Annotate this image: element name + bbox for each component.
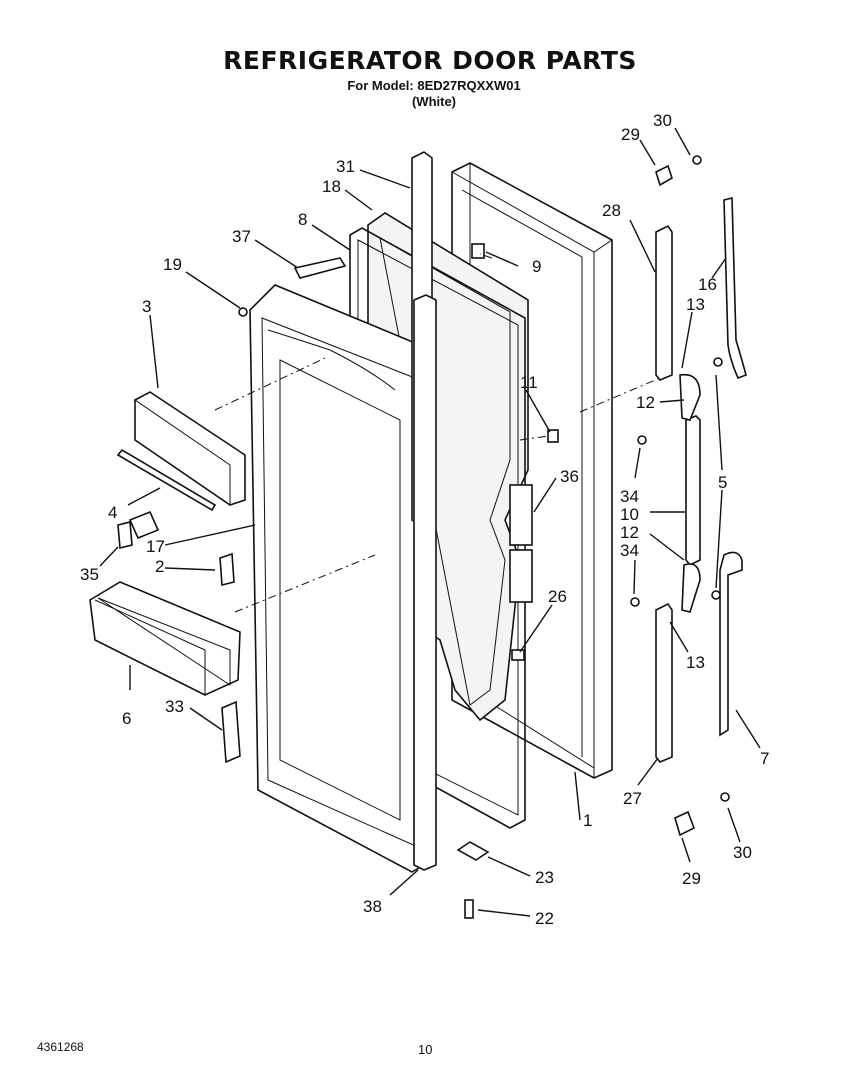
callout-10: 10 <box>620 505 639 524</box>
callout-11: 11 <box>520 373 538 392</box>
callout-37: 37 <box>232 227 251 246</box>
callout-12-bottom: 12 <box>620 523 639 542</box>
callout-13-top: 13 <box>686 295 705 314</box>
bracket-23 <box>456 841 490 861</box>
document-code: 4361268 <box>37 1040 84 1054</box>
callout-3: 3 <box>142 297 151 316</box>
hinge-cam-12a <box>679 373 701 421</box>
callout-8: 8 <box>298 210 307 229</box>
handle-mount-28 <box>655 224 673 381</box>
handle-10 <box>685 415 701 567</box>
plug-9 <box>471 243 485 259</box>
screw-34b <box>630 597 640 607</box>
assembly-lines <box>214 253 661 613</box>
clip-26 <box>511 649 525 661</box>
callout-31: 31 <box>336 157 355 176</box>
callout-29-bottom: 29 <box>682 869 701 888</box>
screw-19 <box>238 307 248 317</box>
breaker-strip <box>413 294 437 871</box>
callout-13-bottom: 13 <box>686 653 705 672</box>
screw-5b <box>711 590 721 600</box>
callout-30-bottom: 30 <box>733 843 752 862</box>
leader-lines <box>99 127 761 917</box>
screw-30a <box>692 155 702 165</box>
color-variant: (White) <box>411 94 457 109</box>
callout-34-top: 34 <box>620 487 639 506</box>
bin-support-33 <box>221 700 241 764</box>
callout-35: 35 <box>80 565 99 584</box>
callout-26: 26 <box>548 587 567 606</box>
callout-27: 27 <box>623 789 642 808</box>
screw-22 <box>464 899 474 919</box>
handle-trim-16 <box>723 196 747 380</box>
callout-6: 6 <box>122 709 131 728</box>
callout-1: 1 <box>583 811 592 830</box>
callout-4: 4 <box>108 503 117 522</box>
door-bin <box>89 581 241 696</box>
callout-22: 22 <box>535 909 554 928</box>
screw-34a <box>637 435 647 445</box>
callout-2: 2 <box>155 557 164 576</box>
hinge-cam-12b <box>681 563 701 613</box>
callout-9: 9 <box>532 257 541 276</box>
callout-5: 5 <box>718 473 727 492</box>
screw-30b <box>720 792 730 802</box>
callout-16: 16 <box>698 275 717 294</box>
handle-trim-7 <box>719 551 743 737</box>
callout-36: 36 <box>560 467 579 486</box>
callout-29-top: 29 <box>621 125 640 144</box>
callout-19: 19 <box>163 255 182 274</box>
page-number: 10 <box>418 1042 433 1057</box>
callout-17: 17 <box>146 537 165 556</box>
model-line: For Model: 8ED27RQXXW01 <box>347 78 521 93</box>
support-clip-part <box>117 520 133 550</box>
bin-support-2 <box>219 552 235 587</box>
screw-5a <box>713 357 723 367</box>
shelf-bracket-part <box>128 510 160 540</box>
callout-23: 23 <box>535 868 554 887</box>
callout-30-top: 30 <box>653 111 672 130</box>
callout-28: 28 <box>602 201 621 220</box>
hinge-bracket-29b <box>674 810 696 837</box>
page-title: REFRIGERATOR DOOR PARTS <box>223 46 637 75</box>
foam-block-36 <box>509 484 533 603</box>
callout-33: 33 <box>165 697 184 716</box>
callout-12-top: 12 <box>636 393 655 412</box>
callout-labels: 31 18 8 37 19 3 4 17 2 35 6 33 9 11 36 2… <box>80 111 769 928</box>
callout-18: 18 <box>322 177 341 196</box>
clip-37 <box>293 257 347 279</box>
hinge-bracket-29a <box>655 164 673 187</box>
clip-11 <box>547 429 559 443</box>
door-liner <box>249 284 433 873</box>
callout-38: 38 <box>363 897 382 916</box>
shelf-part <box>116 391 246 512</box>
callout-7: 7 <box>760 749 769 768</box>
handle-mount-27 <box>655 602 673 763</box>
callout-34-bottom: 34 <box>620 541 639 560</box>
